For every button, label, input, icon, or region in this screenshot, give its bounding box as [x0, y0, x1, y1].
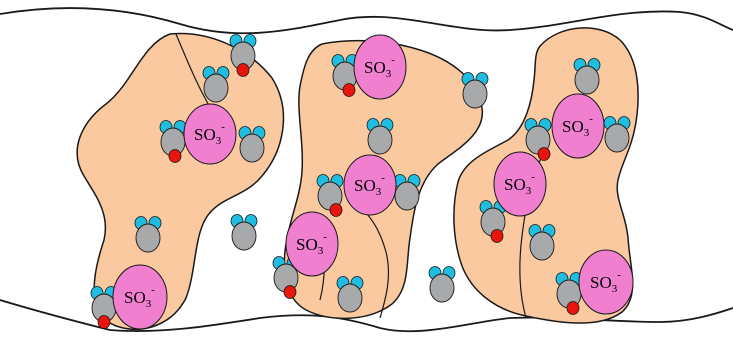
water-channel-left [77, 33, 283, 329]
extra-proton [330, 204, 342, 217]
water-molecule-icon [231, 215, 257, 251]
extra-proton [237, 64, 249, 77]
oxygen-atom [338, 284, 362, 312]
oxygen-atom [430, 274, 454, 302]
oxygen-atom [204, 74, 228, 102]
oxygen-atom [395, 182, 419, 210]
oxygen-atom [530, 232, 554, 260]
extra-proton [538, 148, 550, 161]
sulfonate-group-icon: SO3- [286, 212, 338, 276]
water-molecule-icon [429, 267, 455, 303]
sulfonate-group-icon: SO3- [113, 265, 167, 329]
extra-proton [284, 286, 296, 299]
sulfonate-group-icon: SO3- [354, 35, 406, 99]
oxygen-atom [368, 126, 392, 154]
sulfonate-group-icon: SO3- [494, 152, 546, 216]
oxygen-atom [136, 224, 160, 252]
sulfonate-group-icon: SO3- [579, 250, 633, 314]
oxygen-atom [575, 66, 599, 94]
oxygen-atom [232, 222, 256, 250]
extra-proton [567, 302, 579, 315]
extra-proton [169, 150, 181, 163]
oxygen-atom [605, 124, 629, 152]
extra-proton [343, 84, 355, 97]
water-molecule-icon [462, 73, 488, 109]
sulfonate-group-icon: SO3- [344, 155, 396, 215]
oxygen-atom [240, 134, 264, 162]
extra-proton [98, 316, 110, 329]
matrix-top-boundary [0, 8, 733, 33]
sulfonate-group-icon: SO3- [184, 104, 236, 164]
oxygen-atom [463, 80, 487, 108]
extra-proton [491, 230, 503, 243]
sulfonate-group-icon: SO3- [552, 94, 604, 158]
